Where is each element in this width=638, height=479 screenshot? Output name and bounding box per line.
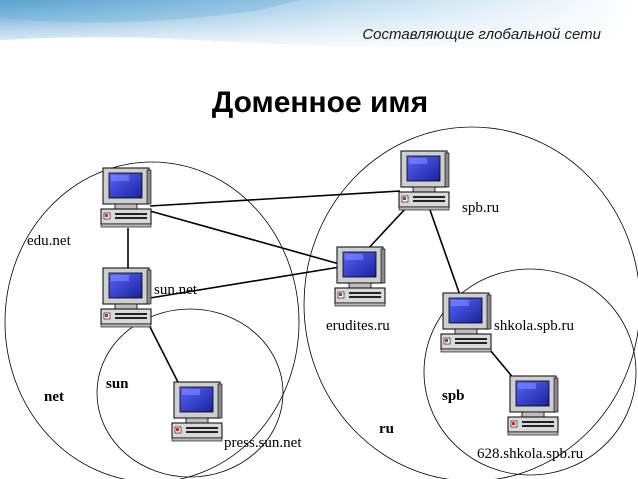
node-label-sun-net: sun.net	[154, 282, 198, 298]
zone-label-ru: ru	[379, 421, 394, 437]
node-label-628-shkola: 628.shkola.spb.ru	[477, 446, 584, 462]
node-label-spb-ru: spb.ru	[462, 200, 500, 216]
link-edu-erudites	[150, 211, 343, 265]
node-label-press-sun-net: press.sun.net	[224, 435, 302, 451]
zone-label-net: net	[44, 389, 64, 405]
computer-press-sun-net	[172, 382, 222, 441]
node-label-edu-net: edu.net	[27, 233, 72, 249]
computer-spb-ru	[399, 151, 449, 210]
link-edu-spb	[150, 191, 400, 206]
computer-628-shkola	[508, 376, 558, 435]
page-title: Доменное имя	[212, 86, 428, 119]
zone-circle-net	[5, 162, 299, 479]
computer-sun-net	[101, 268, 151, 327]
link-sun-press	[150, 327, 182, 390]
node-label-shkola-spb-ru: shkola.spb.ru	[494, 318, 574, 334]
computer-shkola-spb-ru	[441, 293, 491, 352]
node-label-erudites-ru: erudites.ru	[326, 318, 390, 334]
link-erudites-spb	[365, 208, 406, 252]
computer-edu-net	[101, 168, 151, 227]
link-spb-shkola	[430, 210, 461, 298]
header-subtitle: Составляющие глобальной сети	[362, 26, 601, 43]
zone-label-spb: spb	[442, 388, 465, 404]
computer-erudites-ru	[335, 247, 385, 306]
zone-label-sun: sun	[106, 376, 129, 392]
